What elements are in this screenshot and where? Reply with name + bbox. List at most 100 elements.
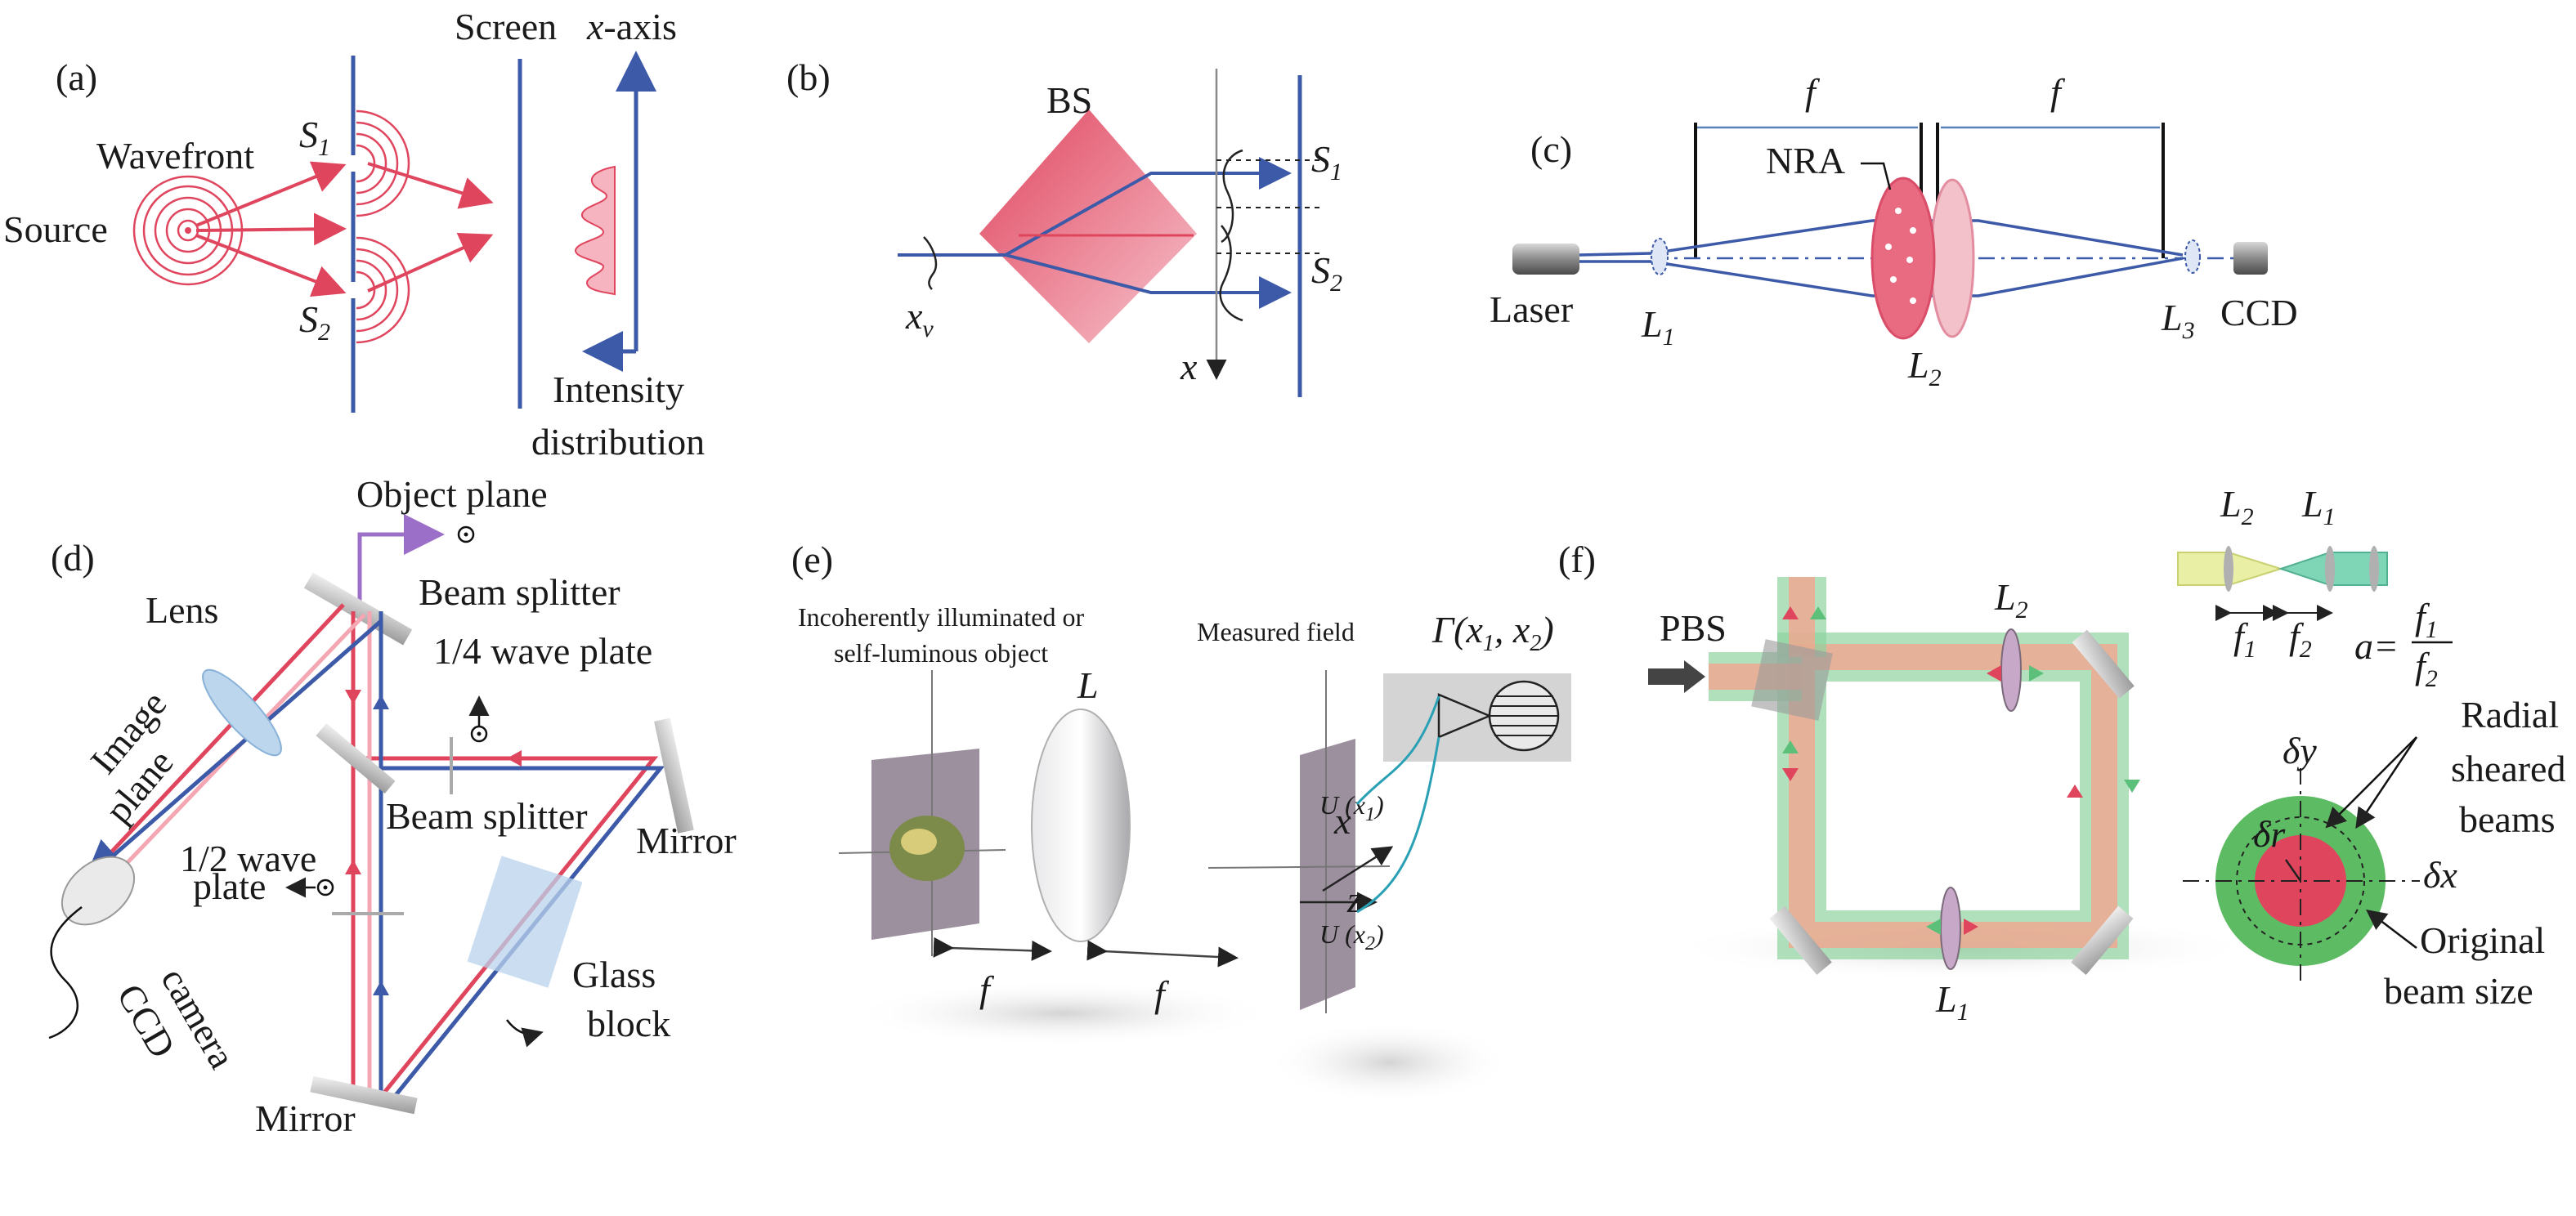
measured-field-label: Measured field (1197, 617, 1355, 646)
measured-plane (1300, 739, 1355, 1010)
panel-c: (c) f f Laser L1 (1490, 71, 2298, 391)
u2-fiber (1356, 736, 1440, 914)
beam-splitter-top-label: Beam splitter (419, 571, 620, 613)
xv-label: xv (905, 295, 934, 342)
object-label-2: self-luminous object (834, 638, 1048, 668)
x-measured-arrow (1322, 846, 1394, 892)
f-l2-label: L2 (1994, 576, 2028, 624)
telescope-inset (2177, 546, 2388, 621)
panel-a: (a) Source Wavefront (3, 6, 705, 463)
l1-label: L1 (1641, 303, 1675, 351)
d-beam-arrows (345, 690, 522, 995)
object-highlight (901, 829, 937, 855)
radial-label-3: beams (2459, 798, 2556, 840)
quarter-wave-indicator (468, 695, 490, 743)
panel-b: (b) BS xv x S1 S2 (786, 56, 1342, 397)
half-wave-label-2: plate (193, 865, 266, 907)
original-pointer (2366, 909, 2417, 949)
l2-label: L2 (1907, 344, 1942, 391)
input-wavefront (923, 236, 938, 290)
object-plane-label: Object plane (356, 473, 548, 515)
mirror-right-label: Mirror (636, 820, 737, 861)
pbs-label: PBS (1660, 607, 1727, 649)
object-beam (357, 514, 445, 611)
panel-b-label: (b) (786, 56, 831, 98)
lens-l2 (1929, 178, 1975, 338)
inset-l2-label: L2 (2220, 483, 2254, 530)
f-right-label: f (2050, 71, 2066, 113)
f-right-arrow (1086, 940, 1239, 968)
e-lens (1031, 709, 1131, 942)
x-axis-label: x-axis (586, 6, 677, 47)
d-lens (202, 668, 282, 757)
glass-label-1: Glass (572, 954, 656, 995)
source-rays (195, 161, 494, 297)
a-numerator: f1 (2415, 596, 2438, 643)
lens-label: Lens (146, 589, 218, 631)
object-polarization-dot (457, 525, 475, 543)
top-beam-splitter (303, 572, 413, 646)
f-l1-label: L1 (1935, 978, 1969, 1026)
x-label: x (1180, 346, 1198, 387)
pbs-cube (1751, 639, 1833, 721)
radial-pointer-1 (2325, 736, 2417, 829)
original-label-2: beam size (2384, 970, 2533, 1012)
intensity-label-1: Intensity (553, 369, 684, 410)
panel-d: (d) Object plane Beam splitter 1/4 wave … (48, 473, 737, 1139)
glass-rotation-arrow (506, 1019, 544, 1048)
half-wave-indicator (285, 877, 334, 898)
ccd-cable (48, 906, 83, 1039)
nra-leader (1861, 162, 1892, 190)
wavefront-upper (1221, 149, 1243, 244)
s1-label: S1 (299, 114, 330, 161)
radial-label-2: sheared (2451, 748, 2565, 789)
f-direction-arrows (1782, 606, 2140, 935)
b-s1-label: S1 (1311, 138, 1342, 186)
bs-label: BS (1046, 79, 1092, 121)
source-point (185, 227, 191, 234)
u2-label: U (x2) (1319, 919, 1384, 954)
delta-x-label: δx (2423, 854, 2457, 896)
panel-e-label: (e) (791, 539, 833, 580)
panel-f: (f) PBS L2 L1 (1558, 483, 2565, 1026)
delta-r-line (2284, 859, 2302, 882)
f-left-label: f (1805, 71, 1821, 113)
inset-l1-label: L1 (2301, 483, 2336, 530)
l3-label: L3 (2161, 297, 2195, 344)
quarter-wave-label: 1/4 wave plate (433, 630, 652, 672)
screen-label: Screen (455, 6, 557, 47)
mid-beam-splitter (316, 722, 396, 794)
beam-splitter-mid-label: Beam splitter (386, 795, 588, 837)
interferogram-fringes (1490, 695, 1558, 736)
panel-c-label: (c) (1530, 128, 1572, 170)
delta-y-label: δy (2283, 730, 2317, 771)
lens-l3 (2184, 239, 2201, 274)
half-wave-label-1: 1/2 wave (180, 838, 316, 879)
nra-disc (1870, 177, 1936, 340)
inset-f2-label: f2 (2289, 615, 2312, 663)
radial-label-1: Radial (2461, 694, 2559, 735)
e-x-label: x (1333, 800, 1351, 842)
lens-l1 (1651, 238, 1669, 275)
f-mirrors (1769, 629, 2135, 975)
u1-label: U (x1) (1319, 790, 1384, 825)
intensity-fringe-pattern (575, 165, 616, 296)
delta-r-label: δr (2253, 813, 2286, 855)
glass-block (467, 856, 583, 988)
laser-body (1512, 244, 1579, 275)
object-label-1: Incoherently illuminated or (798, 602, 1084, 632)
laser-label: Laser (1490, 288, 1573, 330)
panel-a-label: (a) (56, 56, 97, 98)
input-arrow (1648, 660, 1705, 693)
right-mirror (654, 718, 694, 834)
a-equals-label: a= (2354, 625, 2399, 667)
glass-label-2: block (587, 1003, 670, 1044)
b-s2-label: S2 (1311, 249, 1342, 297)
slit-wavefronts (356, 110, 410, 344)
nra-label: NRA (1766, 140, 1845, 181)
panel-f-label: (f) (1558, 539, 1596, 580)
f-lens-l1 (1940, 887, 1961, 970)
e-shadow-2 (1267, 1022, 1512, 1103)
beam-loop (1709, 577, 2129, 959)
